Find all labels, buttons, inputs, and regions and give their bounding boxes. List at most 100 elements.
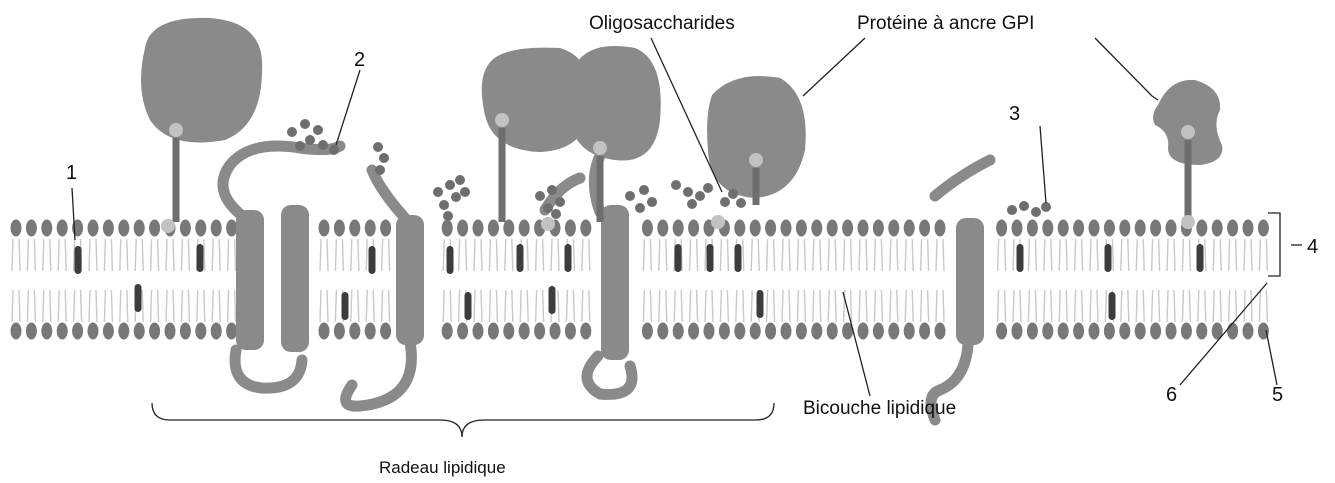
- lipid-tail: [767, 290, 775, 322]
- cholesterol-molecule: [342, 292, 349, 320]
- phospholipid-head: [811, 323, 822, 340]
- phospholipid-head: [888, 220, 899, 237]
- lipid-tail: [659, 239, 667, 271]
- phospholipid-head: [1258, 220, 1269, 237]
- sugar-bead: [1019, 201, 1029, 211]
- lipid-tail: [720, 290, 728, 322]
- lipid-tail: [813, 290, 821, 322]
- lipid-tail: [58, 290, 66, 322]
- phospholipid-head: [1150, 323, 1161, 340]
- lipid-tail: [1167, 290, 1175, 322]
- lipid-tail: [890, 290, 898, 322]
- lipid-tail: [690, 239, 698, 271]
- lipid-tail: [536, 290, 544, 322]
- leader-line: [1040, 126, 1046, 203]
- phospholipid-head: [904, 323, 915, 340]
- lipid-tail: [551, 239, 559, 271]
- cholesterol-molecule: [75, 246, 82, 274]
- protein-loop: [587, 356, 632, 394]
- lipid-tail: [505, 239, 513, 271]
- cholesterol-molecule: [1017, 244, 1024, 272]
- cholesterol-molecule: [369, 246, 376, 274]
- phospholipid-head: [118, 220, 129, 237]
- lipid-tail: [1213, 239, 1221, 271]
- lipid-tail: [520, 290, 528, 322]
- sugar-bead: [555, 197, 565, 207]
- phospholipid-head: [26, 220, 37, 237]
- phospholipid-head: [519, 323, 530, 340]
- lipid-tail: [43, 239, 51, 271]
- anchor-dot: [1181, 215, 1195, 229]
- phospholipid-head: [765, 220, 776, 237]
- phospholipid-head: [688, 220, 699, 237]
- lipid-tail: [489, 239, 497, 271]
- lipid-tail: [104, 290, 112, 322]
- lipid-tail: [12, 290, 20, 322]
- gpi-anchor-dot: [593, 141, 607, 155]
- phospholipid-head: [1042, 220, 1053, 237]
- phospholipid-head: [365, 220, 376, 237]
- label-lipid-raft: Radeau lipidique: [379, 459, 506, 476]
- phospholipid-head: [1089, 220, 1100, 237]
- phospholipid-head: [1243, 323, 1254, 340]
- leader-line: [1095, 38, 1158, 100]
- phospholipid-head: [319, 220, 330, 237]
- phospholipid-head: [103, 323, 114, 340]
- transmembrane-helix: [281, 205, 309, 352]
- phospholipid-head: [1089, 323, 1100, 340]
- lipid-tail: [1090, 290, 1098, 322]
- phospholipid-head: [134, 323, 145, 340]
- phospholipid-head: [211, 220, 222, 237]
- lipid-tail: [921, 290, 929, 322]
- lipid-tail: [104, 239, 112, 271]
- lipid-tail: [1229, 290, 1237, 322]
- lipid-tail: [166, 239, 174, 271]
- phospholipid-head: [103, 220, 114, 237]
- gpi-anchor-dot: [495, 113, 509, 127]
- lipid-tail: [74, 290, 82, 322]
- lipid-tail: [1121, 239, 1129, 271]
- cholesterol-molecule: [707, 244, 714, 272]
- phospholipid-head: [1181, 323, 1192, 340]
- phospholipid-head: [1196, 323, 1207, 340]
- cholesterol-molecule: [447, 246, 454, 274]
- phospholipid-head: [334, 323, 345, 340]
- phospholipid-head: [165, 323, 176, 340]
- lipid-tail: [1136, 239, 1144, 271]
- leader-line: [1266, 330, 1277, 385]
- lipid-tail: [1090, 239, 1098, 271]
- phospholipid-head: [734, 323, 745, 340]
- phospholipid-head: [858, 220, 869, 237]
- cholesterol-molecule: [517, 244, 524, 272]
- phospholipid-head: [919, 323, 930, 340]
- lipid-tail: [905, 239, 913, 271]
- phospholipid-head: [519, 220, 530, 237]
- sugar-bead: [300, 119, 310, 129]
- phospholipid-head: [180, 323, 191, 340]
- sugar-bead: [373, 142, 383, 152]
- phospholipid-head: [873, 220, 884, 237]
- lipid-tail: [89, 239, 97, 271]
- phospholipid-head: [26, 323, 37, 340]
- phospholipid-head: [750, 323, 761, 340]
- lipid-tail: [120, 239, 128, 271]
- sugar-bead: [443, 211, 453, 221]
- lipid-tail: [228, 239, 236, 271]
- phospholipid-head: [888, 323, 899, 340]
- lipid-tail: [1028, 290, 1036, 322]
- lipid-tail: [844, 239, 852, 271]
- sugar-bead: [375, 165, 385, 175]
- sugar-bead: [287, 127, 297, 137]
- lipid-tail: [120, 290, 128, 322]
- leader-line: [803, 38, 865, 96]
- phospholipid-head: [503, 220, 514, 237]
- phospholipid-head: [380, 220, 391, 237]
- lipid-tail: [643, 290, 651, 322]
- phospholipid-head: [1135, 323, 1146, 340]
- phospholipid-head: [1027, 323, 1038, 340]
- lipid-tail: [12, 239, 20, 271]
- protein-loop: [346, 342, 412, 406]
- phospholipid-head: [1212, 220, 1223, 237]
- phospholipid-head: [457, 220, 468, 237]
